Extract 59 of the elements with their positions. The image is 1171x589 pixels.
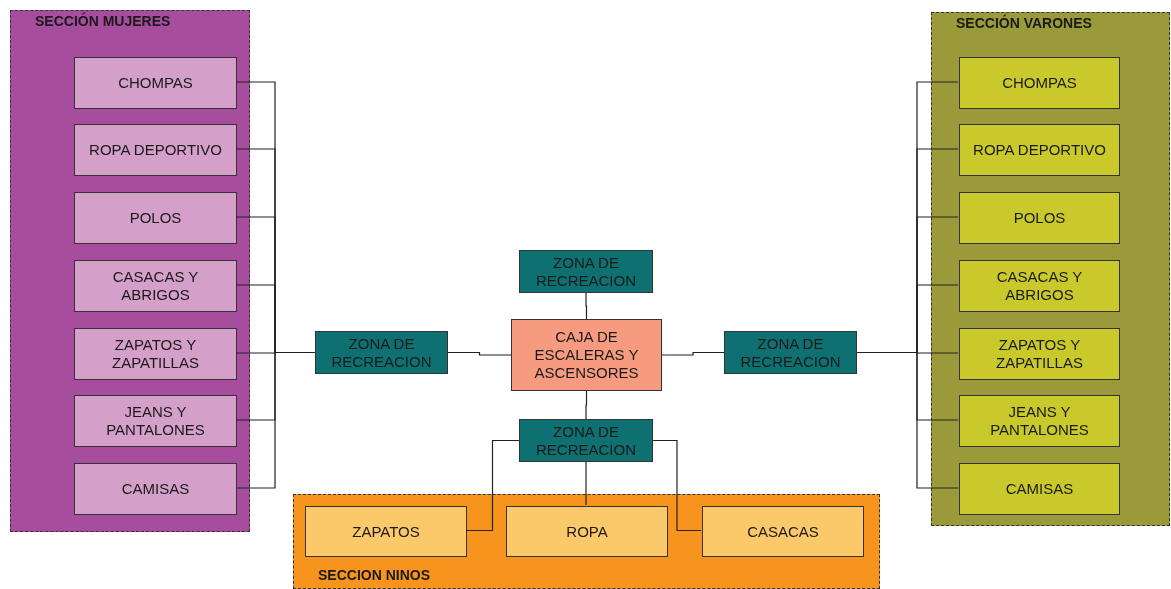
category-box bbox=[74, 260, 237, 312]
box-label: CASACAS Y ABRIGOS bbox=[995, 268, 1084, 304]
section-title: SECCIÓN VARONES bbox=[956, 15, 1093, 32]
section-panel bbox=[931, 12, 1170, 526]
category-box bbox=[74, 57, 237, 109]
box-label: CASACAS bbox=[746, 522, 820, 541]
box-label: ZONA DE RECREACION bbox=[535, 253, 637, 290]
core-box bbox=[511, 319, 662, 391]
box-label: JEANS Y PANTALONES bbox=[989, 403, 1090, 439]
box-label: ZONA DE RECREACION bbox=[739, 334, 842, 371]
connector-line bbox=[447, 351, 512, 356]
category-box bbox=[702, 506, 864, 557]
connector-line bbox=[856, 351, 959, 489]
category-box bbox=[74, 124, 237, 176]
box-label: CASACAS Y ABRIGOS bbox=[111, 268, 200, 304]
connector-line bbox=[661, 351, 725, 356]
connector-line bbox=[585, 390, 588, 420]
section-title: SECCIÓN MUJERES bbox=[35, 13, 172, 30]
box-label: CAMISAS bbox=[120, 480, 191, 498]
category-box bbox=[959, 395, 1120, 447]
box-label: JEANS Y PANTALONES bbox=[105, 403, 206, 439]
connector-line bbox=[585, 461, 587, 506]
box-label: ROPA DEPORTIVO bbox=[88, 141, 223, 159]
section-title: SECCION NINOS bbox=[318, 567, 431, 584]
category-box bbox=[506, 506, 668, 557]
box-label: CHOMPAS bbox=[117, 74, 194, 92]
box-label: POLOS bbox=[128, 209, 183, 227]
category-box bbox=[74, 192, 237, 244]
section-panel bbox=[293, 494, 880, 589]
box-label: CHOMPAS bbox=[1001, 74, 1078, 92]
box-label: ROPA bbox=[565, 522, 609, 541]
category-box bbox=[959, 57, 1120, 109]
box-label: ZONA DE RECREACION bbox=[330, 334, 433, 371]
box-label: ZONA DE RECREACION bbox=[535, 422, 637, 459]
category-box bbox=[959, 328, 1120, 380]
zone-box bbox=[519, 419, 653, 462]
box-label: POLOS bbox=[1012, 209, 1067, 227]
zone-box bbox=[519, 250, 653, 293]
connector-line bbox=[585, 292, 588, 320]
category-box bbox=[305, 506, 467, 557]
category-box bbox=[959, 260, 1120, 312]
category-box bbox=[959, 463, 1120, 515]
category-box bbox=[959, 192, 1120, 244]
zone-box bbox=[315, 331, 448, 374]
box-label: ZAPATOS Y ZAPATILLAS bbox=[111, 336, 200, 372]
category-box bbox=[74, 328, 237, 380]
box-label: CAMISAS bbox=[1004, 480, 1075, 498]
connector-line bbox=[652, 439, 702, 532]
connector-line bbox=[235, 351, 316, 489]
connector-line bbox=[465, 439, 520, 532]
category-box bbox=[959, 124, 1120, 176]
box-label: ROPA DEPORTIVO bbox=[972, 141, 1107, 159]
section-panel bbox=[10, 10, 250, 532]
box-label: ZAPATOS Y ZAPATILLAS bbox=[995, 336, 1084, 372]
category-box bbox=[74, 395, 237, 447]
zone-box bbox=[724, 331, 857, 374]
box-label: CAJA DE ESCALERAS Y ASCENSORES bbox=[533, 328, 640, 382]
category-box bbox=[74, 463, 237, 515]
box-label: ZAPATOS bbox=[351, 522, 421, 541]
